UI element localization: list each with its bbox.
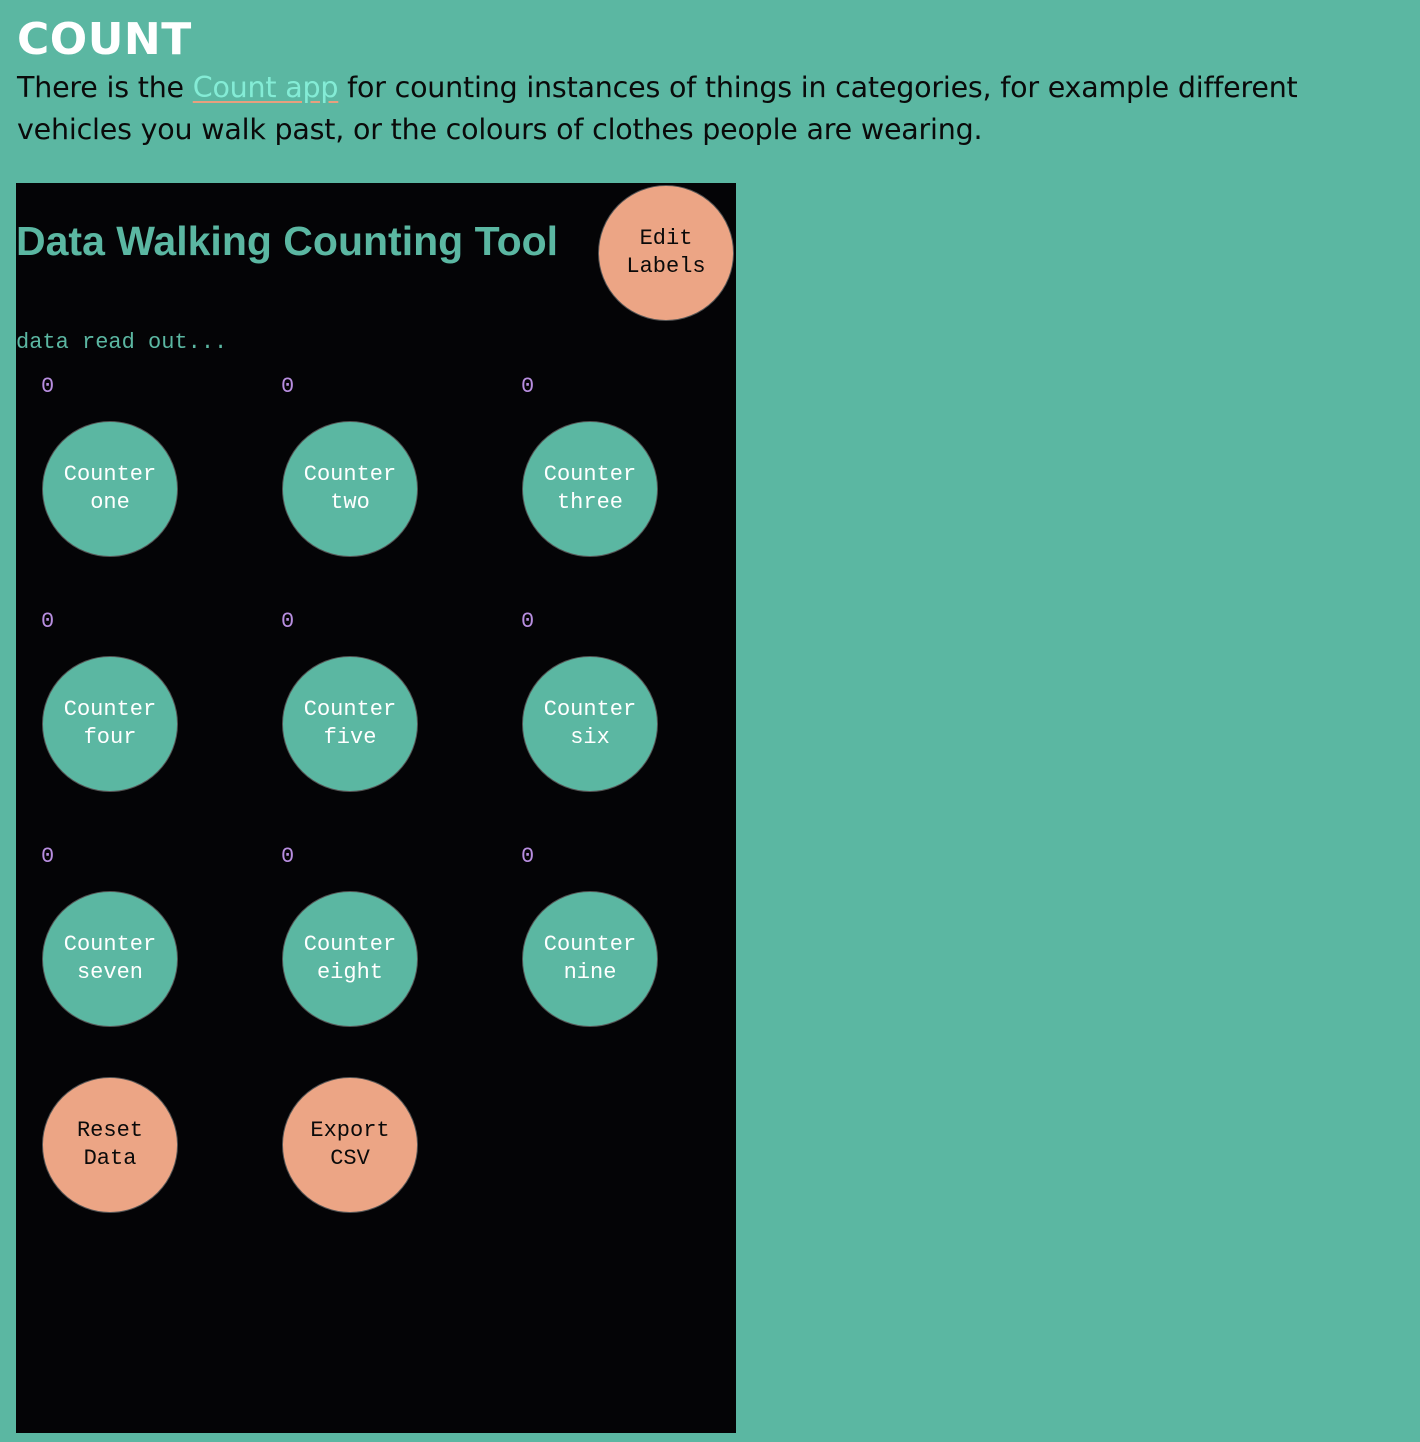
counter-two-label: Counter two — [303, 462, 397, 515]
count-app-link[interactable]: Count app — [192, 71, 339, 104]
export-csv-label: Export CSV — [310, 1118, 390, 1171]
export-csv-button[interactable]: Export CSV — [282, 1077, 418, 1213]
counter-three-button[interactable]: Counter three — [522, 421, 658, 557]
counter-one-button[interactable]: Counter one — [42, 421, 178, 557]
counter-seven-button[interactable]: Counter seven — [42, 891, 178, 1027]
counter-five-count: 0 — [281, 609, 295, 634]
counter-six-button[interactable]: Counter six — [522, 656, 658, 792]
counter-one-count: 0 — [41, 374, 55, 399]
edit-labels-label: Edit Labels — [626, 226, 706, 279]
reset-data-button[interactable]: Reset Data — [42, 1077, 178, 1213]
counter-eight-count: 0 — [281, 844, 295, 869]
counter-two-count: 0 — [281, 374, 295, 399]
counter-one-label: Counter one — [63, 462, 157, 515]
counter-nine-label: Counter nine — [543, 932, 637, 985]
counter-nine-button[interactable]: Counter nine — [522, 891, 658, 1027]
counter-eight-button[interactable]: Counter eight — [282, 891, 418, 1027]
counting-tool-app: Data Walking Counting Tool Edit Labels d… — [16, 183, 736, 1433]
counter-nine-count: 0 — [521, 844, 535, 869]
counter-two-button[interactable]: Counter two — [282, 421, 418, 557]
counter-seven-label: Counter seven — [63, 932, 157, 985]
counter-six-label: Counter six — [543, 697, 637, 750]
counter-five-label: Counter five — [303, 697, 397, 750]
counter-four-label: Counter four — [63, 697, 157, 750]
page-title: COUNT — [17, 14, 192, 65]
counter-four-count: 0 — [41, 609, 55, 634]
counter-four-button[interactable]: Counter four — [42, 656, 178, 792]
counter-seven-count: 0 — [41, 844, 55, 869]
counter-three-label: Counter three — [543, 462, 637, 515]
counter-five-button[interactable]: Counter five — [282, 656, 418, 792]
counter-eight-label: Counter eight — [303, 932, 397, 985]
counter-three-count: 0 — [521, 374, 535, 399]
edit-labels-button[interactable]: Edit Labels — [598, 185, 734, 321]
reset-data-label: Reset Data — [76, 1118, 143, 1171]
intro-text-after: for counting instances of things in cate… — [17, 71, 1298, 146]
counter-six-count: 0 — [521, 609, 535, 634]
app-title: Data Walking Counting Tool — [16, 218, 559, 264]
data-readout: data read out... — [16, 330, 228, 355]
intro-text-before: There is the — [17, 71, 193, 104]
intro-paragraph: There is the Count app for counting inst… — [17, 67, 1412, 151]
